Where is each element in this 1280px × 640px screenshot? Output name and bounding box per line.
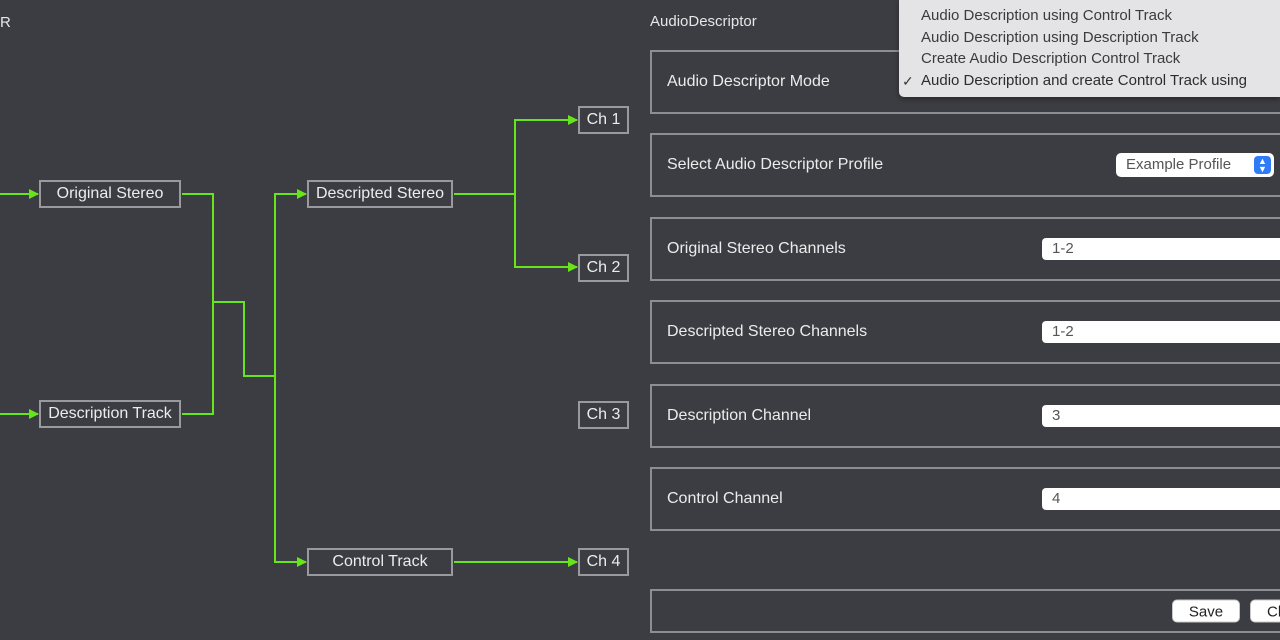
original-stereo-channels-input[interactable]: 1-2 xyxy=(1042,238,1280,260)
close-button[interactable]: Cl xyxy=(1250,599,1280,623)
descripted-to-ch2-connector xyxy=(514,194,578,272)
mode-option-description-and-create[interactable]: Audio Description and create Control Tra… xyxy=(898,68,1280,91)
description-channel-input[interactable]: 3 xyxy=(1042,405,1280,427)
profile-row: Select Audio Descriptor Profile Example … xyxy=(650,133,1280,197)
descripted-stereo-channels-label: Descripted Stereo Channels xyxy=(667,323,868,340)
original-to-merge-connector xyxy=(182,193,275,377)
mode-option-create-control-track[interactable]: Create Audio Description Control Track xyxy=(921,50,1181,67)
select-stepper-icon: ▲▼ xyxy=(1254,156,1271,174)
descripted-stereo-channels-input[interactable]: 1-2 xyxy=(1042,321,1280,343)
checkmark-icon: ✓ xyxy=(902,73,914,89)
profile-select-value: Example Profile xyxy=(1126,156,1232,173)
mode-dropdown-menu: Audio Description using Control Track Au… xyxy=(898,0,1280,97)
save-button[interactable]: Save xyxy=(1172,599,1240,623)
original-stereo-channels-row: Original Stereo Channels 1-2 xyxy=(650,217,1280,281)
node-description-track: Description Track xyxy=(39,400,181,428)
descripted-to-ch1-connector xyxy=(454,115,578,195)
description-to-merge-connector xyxy=(182,302,214,415)
original-stereo-channels-label: Original Stereo Channels xyxy=(667,240,846,257)
panel-title: AudioDescriptor xyxy=(650,13,757,30)
profile-label: Select Audio Descriptor Profile xyxy=(667,156,884,173)
node-original-stereo: Original Stereo xyxy=(39,180,181,208)
mode-label: Audio Descriptor Mode xyxy=(667,73,830,90)
node-descripted-stereo: Descripted Stereo xyxy=(307,180,453,208)
control-channel-input[interactable]: 4 xyxy=(1042,488,1280,510)
control-channel-row: Control Channel 4 xyxy=(650,467,1280,531)
mode-option-description-track[interactable]: Audio Description using Description Trac… xyxy=(921,29,1199,46)
node-control-track: Control Track xyxy=(307,548,453,576)
actions-row: Save Cl xyxy=(650,589,1280,633)
descripted-stereo-channels-row: Descripted Stereo Channels 1-2 xyxy=(650,300,1280,364)
merge-to-descripted-connector xyxy=(274,189,307,376)
node-ch4: Ch 4 xyxy=(578,548,629,576)
node-ch1: Ch 1 xyxy=(578,106,629,134)
description-channel-label: Description Channel xyxy=(667,407,812,424)
profile-select[interactable]: Example Profile ▲▼ xyxy=(1116,153,1274,177)
merge-to-control-connector xyxy=(274,376,307,567)
node-ch3: Ch 3 xyxy=(578,401,629,429)
window-title-fragment: R xyxy=(0,14,11,31)
control-channel-label: Control Channel xyxy=(667,490,783,507)
mode-option-control-track[interactable]: Audio Description using Control Track xyxy=(921,7,1172,24)
description-channel-row: Description Channel 3 xyxy=(650,384,1280,448)
signal-flow-diagram xyxy=(0,115,578,567)
node-ch2: Ch 2 xyxy=(578,254,629,282)
